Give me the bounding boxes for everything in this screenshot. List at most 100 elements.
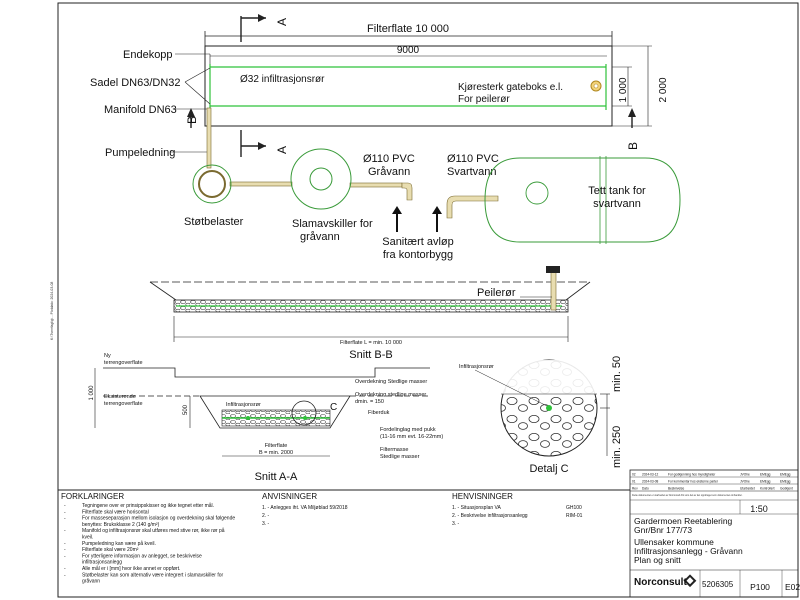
section-marker-b-left: B: [185, 116, 199, 124]
rev-approved-cell: EMEgg: [780, 473, 791, 477]
section-aa-title: Snitt A-A: [255, 471, 298, 483]
slamavskiller-label-1: Slamavskiller for: [292, 218, 373, 230]
company-name: Norconsult: [634, 577, 687, 588]
arrow-up-right: [432, 206, 442, 214]
fordeling-2: (11-16 mm evt. 16-22mm): [380, 434, 443, 440]
forklaring-item: gråvann: [82, 578, 100, 585]
aa-infiltrasjonsror-label: Infiltrasjonsrør: [226, 402, 261, 408]
project-line-4: Infiltrasjonsanlegg - Gråvann: [634, 546, 743, 556]
rev-desc-cell: For godkjenning hos myndigheter: [668, 473, 716, 477]
detail-c-min250: min. 250: [611, 426, 623, 468]
forklaring-item: For ytterligere informasjon av anlegget,…: [82, 553, 202, 559]
pump-line-h1: [229, 181, 293, 187]
endekopp-label: Endekopp: [123, 49, 173, 61]
rev-cell: 01: [632, 480, 636, 484]
aa-dim-1000: 1 000: [89, 385, 95, 401]
project-line-3: Ullensaker kommune: [634, 537, 714, 547]
gatebox-label-2: For peilerør: [458, 94, 510, 105]
forklaring-bullet: -: [64, 547, 66, 553]
detail-c-infil-label: Infiltrasjonsrør: [459, 364, 494, 370]
eks-terreng-2: terrengoverflate: [104, 401, 143, 407]
tett-tank: [484, 157, 681, 243]
infiltration-pipe-label: Ø32 infiltrasjonsrør: [240, 74, 325, 85]
rev-date-cell: 2024-03-08: [642, 480, 659, 484]
pvc-gravann-label-1: Ø110 PVC: [363, 153, 415, 165]
pvc-svartvann-label-2: Svartvann: [447, 166, 497, 178]
plan-view: Filterflate 10 000 9000 Ø32 infiltrasjon…: [90, 14, 681, 261]
legend-area: FORKLARINGER - Tegningene over er prinsip…: [61, 492, 583, 585]
rev-checked-cell: Kontrollert: [760, 487, 775, 491]
anvisninger-title: ANVISNINGER: [262, 492, 317, 501]
rev-checked-cell: EMEgg: [760, 480, 771, 484]
gravann-pipe: [401, 182, 413, 201]
disclaimer-text: Dette dokumentet er utarbeidet av Norcon…: [632, 494, 743, 497]
rev-cell: 02: [632, 473, 636, 477]
drawing-number: P100: [750, 582, 770, 592]
bb-dim-label: Filterflate L = min. 10 000: [340, 340, 402, 346]
section-marker-a-top: A: [275, 18, 289, 26]
svartvann-pipe: [446, 195, 499, 219]
ny-terreng-2: terrengoverflate: [104, 360, 143, 366]
dim-9000: 9000: [397, 45, 420, 56]
sanitary-label-2: fra kontorbygg: [383, 249, 453, 261]
forklaring-bullet: -: [64, 516, 66, 522]
arrow-up-left: [392, 206, 402, 214]
sheet-border: [57, 2, 799, 598]
rev-approved-cell: Godkjent: [780, 487, 793, 491]
side-path-text: K:\Tverrfaglig\... Plotdato: 2024-03-08: [50, 282, 54, 340]
sadel-label: Sadel DN63/DN32: [90, 77, 181, 89]
forklaring-item: Filterflate skal være horisontal: [82, 509, 149, 515]
anvisning-item: 2. -: [262, 513, 270, 519]
pvc-svartvann-label-1: Ø110 PVC: [447, 153, 499, 165]
filtermasse-1: Filtermasse: [380, 447, 408, 453]
revision-code: E02: [785, 582, 800, 592]
gatebox-section-icon: [546, 266, 560, 273]
overdekning-2: Overdekning stedlige masser: [355, 392, 426, 398]
rev-desc-cell: Beskrivelse: [668, 487, 685, 491]
anvisning-item: 1. - Anlegges iht. VA Miljøblad 59/2018: [262, 505, 348, 511]
detail-c-callout: [291, 400, 317, 426]
forklaring-item: Alle mål er i [mm] hvor ikke annet er op…: [82, 565, 180, 572]
pvc-gravann-label-2: Gråvann: [368, 166, 410, 178]
henvisning-item: 2. - Beskrivelse infiltrasjonsanlegg: [452, 513, 528, 519]
anvisning-item: 3. -: [262, 521, 270, 527]
henvisning-item: 3. -: [452, 521, 460, 527]
henvisning-code: RIM-01: [566, 513, 583, 519]
detail-c-title: Detalj C: [529, 463, 568, 475]
henvisning-item: 1. - Situasjonsplan VA: [452, 505, 501, 511]
rev-date-cell: 2024-03-12: [642, 473, 659, 477]
forklaring-item: infiltrasjonsanlegg: [82, 560, 122, 566]
aa-dim-500: 500: [183, 404, 189, 415]
peileror-label: Peilerør: [477, 287, 516, 299]
eks-terreng-1: Eksisterende: [104, 394, 136, 400]
forklaring-bullet: -: [64, 528, 66, 534]
sanitary-label-1: Sanitært avløp: [382, 236, 454, 248]
forklaring-item: Manifold og infiltrasjonsrør skal utføre…: [82, 527, 225, 534]
project-line-5: Plan og snitt: [634, 555, 681, 565]
forklaringer-title: FORKLARINGER: [61, 492, 124, 501]
dim-1000: 1 000: [618, 77, 629, 102]
pumpeledning-label: Pumpeledning: [105, 147, 175, 159]
forklaring-item: Filterflate skal være 20m²: [82, 547, 139, 553]
overdekning-3: dmin. = 150: [355, 399, 384, 405]
pump-line-h2: [349, 182, 403, 188]
section-marker-a-bottom: A: [275, 146, 289, 154]
forklaring-item: Tegningene over er prinsippskisser og ik…: [82, 502, 214, 509]
forklaring-bullet: -: [64, 572, 66, 578]
section-marker-b-right: B: [626, 142, 640, 150]
tank-label-1: Tett tank for: [588, 185, 646, 197]
rev-made-cell: JVOhe: [740, 473, 750, 477]
overdekning-1: Overdekning Stedlige masser: [355, 379, 427, 385]
forklaring-bullet: -: [64, 509, 66, 515]
slamavskiller-tank: [290, 148, 352, 210]
section-bb-title: Snitt B-B: [349, 349, 392, 361]
rev-made-cell: JVOhe: [740, 480, 750, 484]
forklaring-item: Pumpeledning kan være på kveil.: [82, 540, 156, 547]
dim-2000: 2 000: [658, 77, 669, 102]
trench-outline: [199, 395, 351, 429]
fordeling-1: Fordelinglag med pukk: [380, 427, 436, 433]
dim-filterflate: Filterflate 10 000: [367, 23, 449, 35]
section-bb: Peilerør Filterflate L = min. 10 000 Sni…: [149, 266, 591, 361]
project-number: 5206305: [702, 580, 734, 589]
